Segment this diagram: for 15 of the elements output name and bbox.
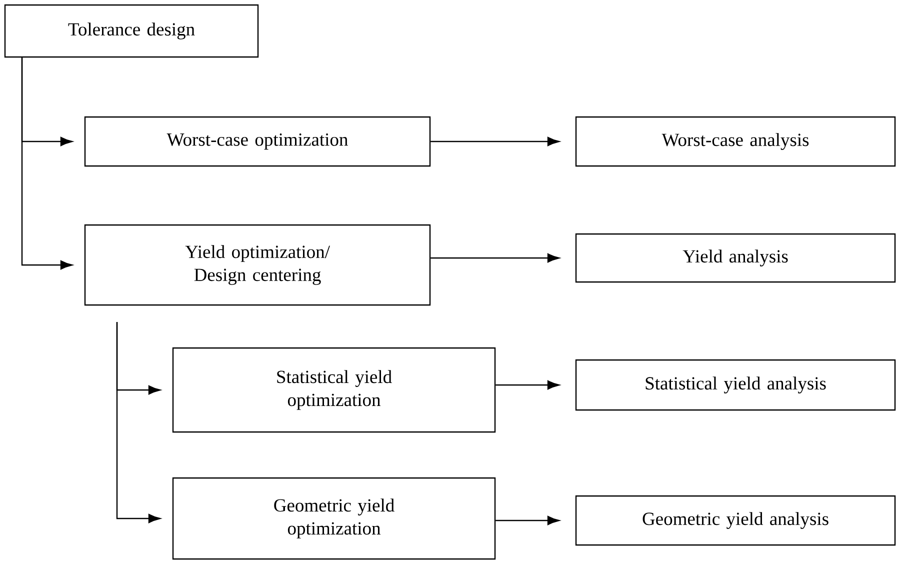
- arrow: [430, 253, 560, 263]
- arrow: [430, 136, 560, 146]
- arrow: [116, 322, 160, 524]
- process-box: Tolerance design: [4, 4, 259, 58]
- process-box: Statistical yield analysis: [575, 359, 896, 411]
- arrow: [496, 380, 560, 390]
- arrow: [21, 57, 72, 270]
- process-box: Yield analysis: [575, 233, 896, 283]
- process-box: Yield optimization/ Design centering: [84, 224, 431, 306]
- process-box: Worst-case analysis: [575, 116, 896, 167]
- process-box: Geometric yield optimization: [172, 477, 496, 560]
- arrow: [496, 516, 560, 526]
- process-box: Statistical yield optimization: [172, 347, 496, 433]
- process-box: Geometric yield analysis: [575, 495, 896, 546]
- process-box: Worst-case optimization: [84, 116, 431, 167]
